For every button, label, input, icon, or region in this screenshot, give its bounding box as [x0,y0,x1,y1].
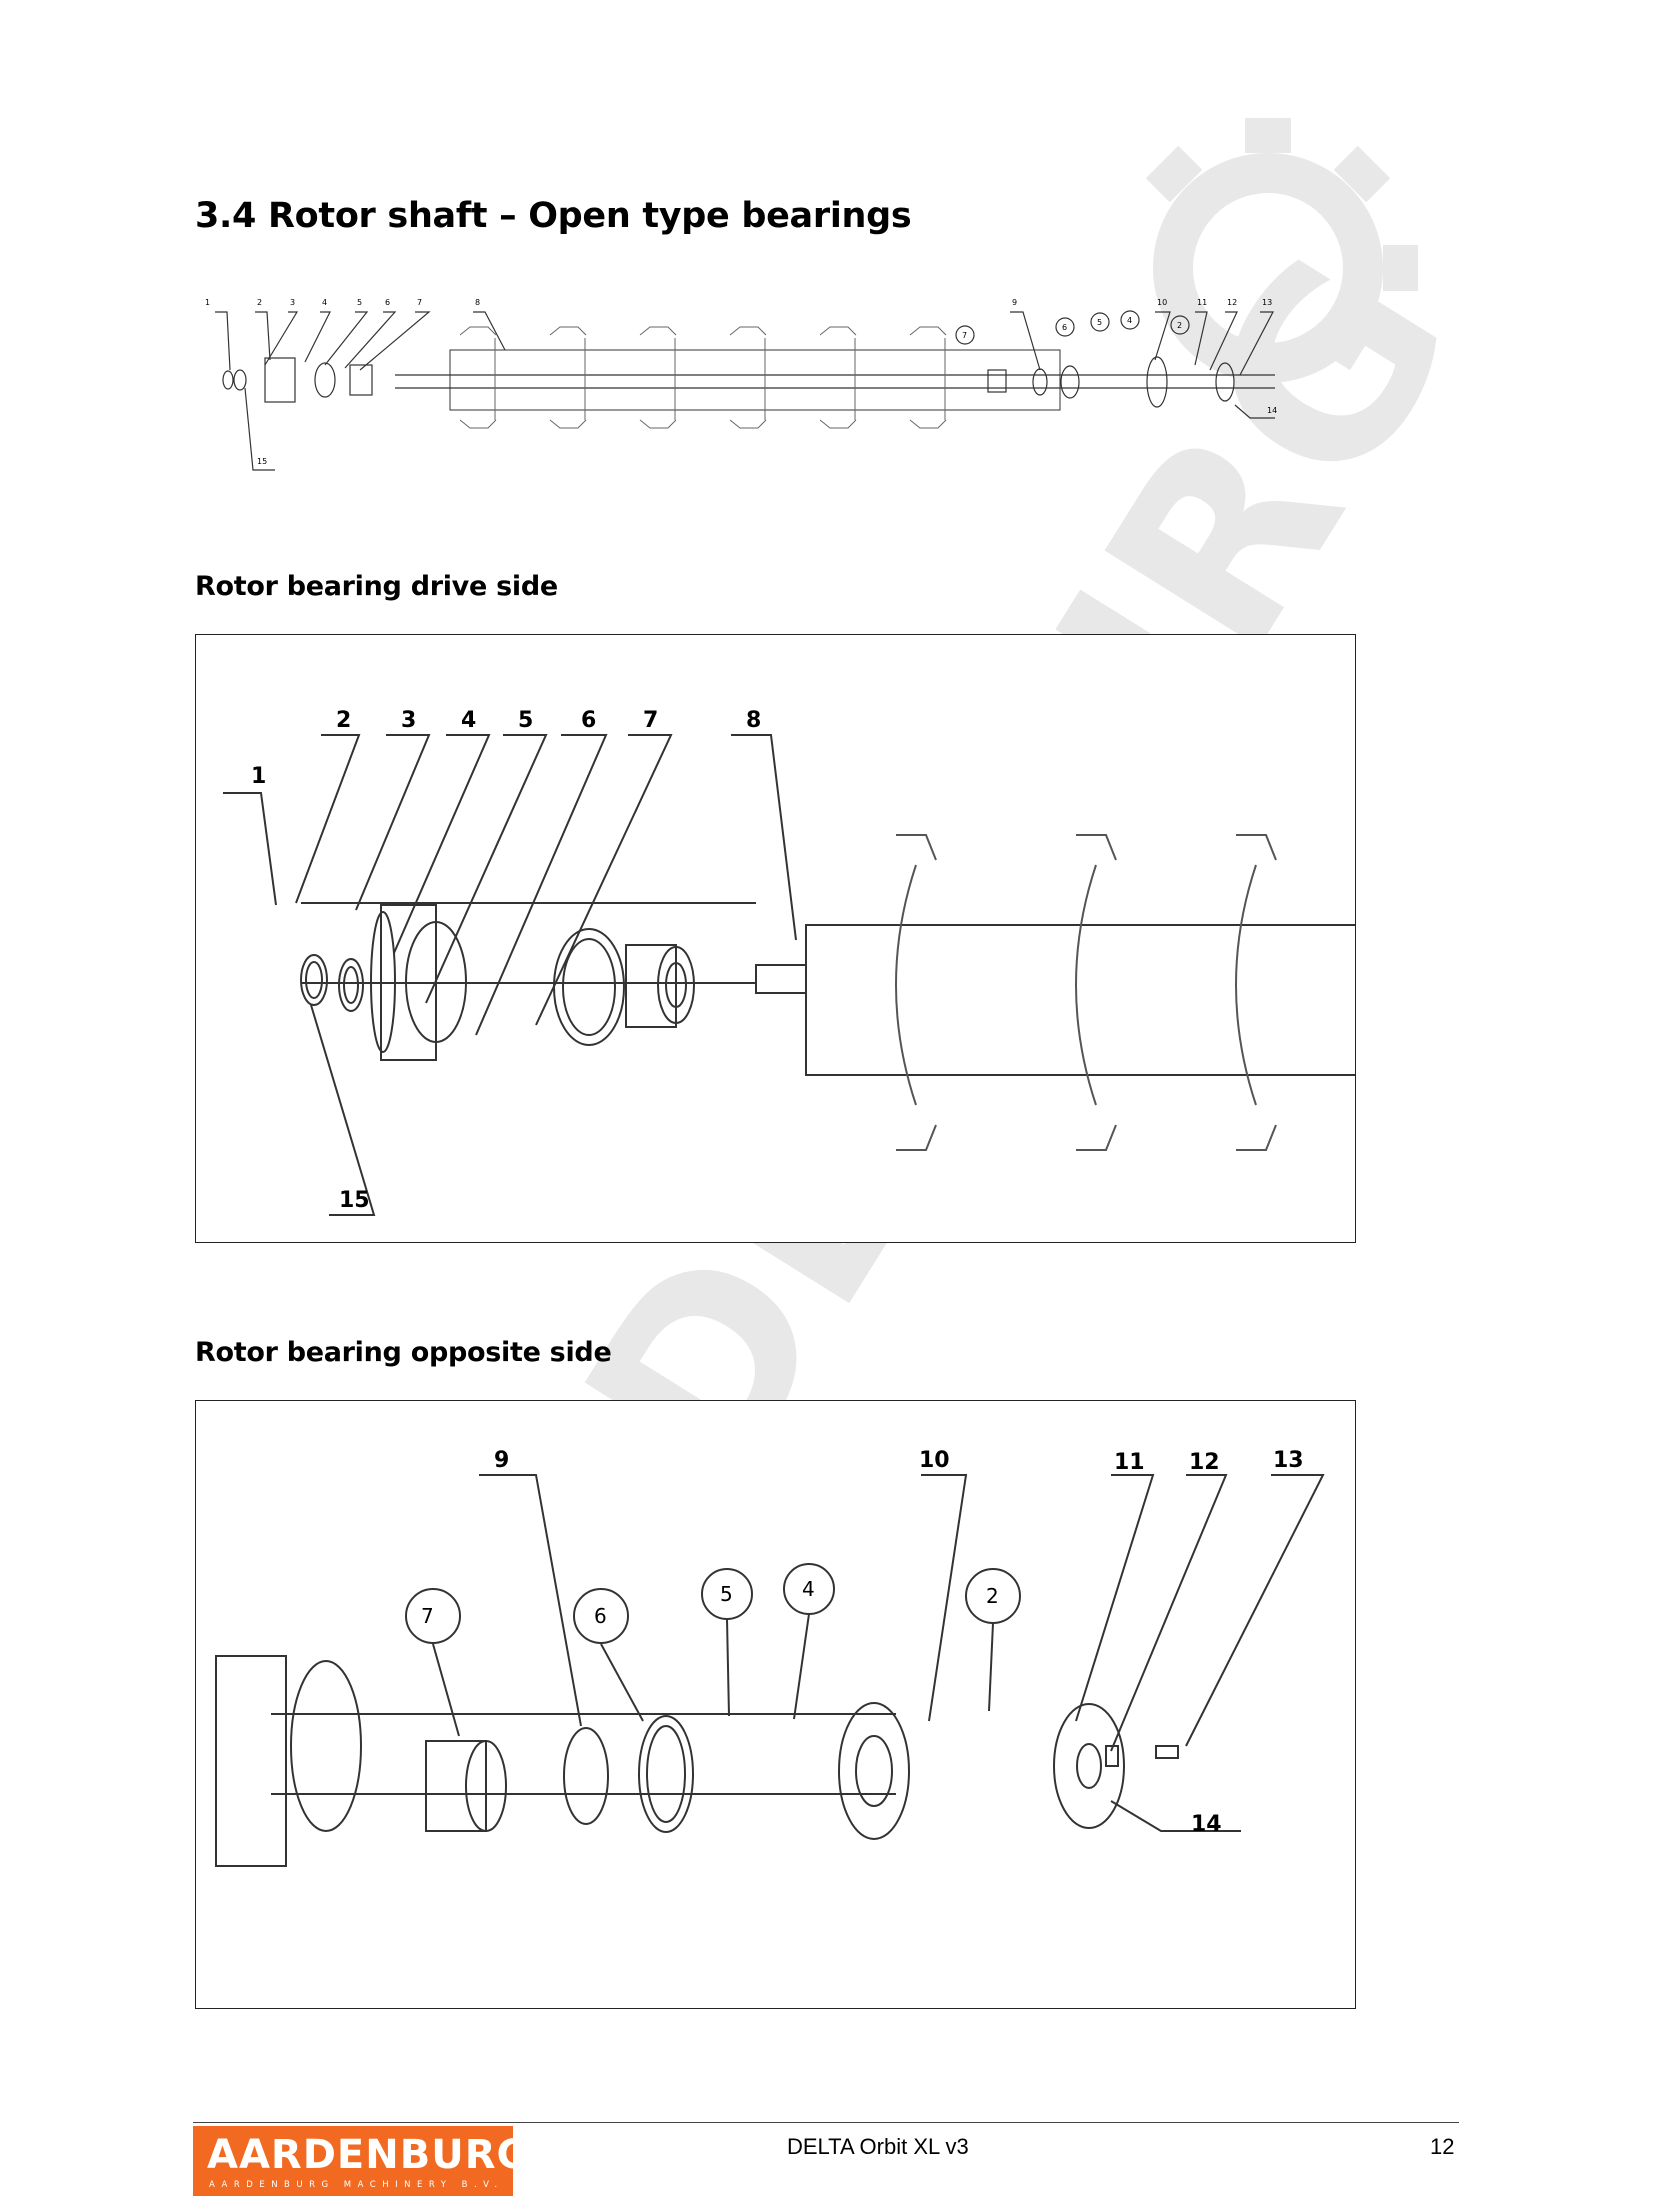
brand-logo: AARDENBURG AARDENBURG MACHINERY B.V. 187… [193,2126,554,2196]
logo-main-text: AARDENBURG [207,2132,531,2178]
opposite-circled-7: 7 [421,1604,434,1628]
drive-callout-7: 7 [643,708,658,733]
callout-7: 7 [417,298,422,307]
opposite-side-diagram: 9 10 11 12 13 14 7 6 5 4 2 [215,1448,1325,1867]
footer-divider [193,2122,1459,2123]
opposite-callout-12: 12 [1189,1450,1220,1475]
drive-side-heading: Rotor bearing drive side [195,571,558,602]
drive-callout-3: 3 [401,708,416,733]
opposite-circled-2: 2 [986,1584,999,1608]
opposite-callout-9: 9 [494,1448,509,1473]
drive-rotor-blades [895,834,1277,1151]
drive-side-figure: 1 2 3 4 5 6 7 8 15 [195,634,1356,1243]
drive-callout-8: 8 [746,708,761,733]
callout-4: 4 [322,298,327,307]
drive-callout-2: 2 [336,708,351,733]
callout-3: 3 [290,298,295,307]
circled-5: 5 [1097,318,1102,327]
circled-4: 4 [1127,316,1132,325]
drive-callout-4: 4 [461,708,476,733]
drive-side-diagram: 1 2 3 4 5 6 7 8 15 [223,708,1355,1216]
callout-12: 12 [1227,298,1237,307]
drive-callout-5: 5 [518,708,533,733]
callout-10: 10 [1157,298,1167,307]
callout-6: 6 [385,298,390,307]
circled-2: 2 [1177,321,1182,330]
callout-5: 5 [357,298,362,307]
opposite-circled-5: 5 [720,1582,733,1606]
opposite-side-heading: Rotor bearing opposite side [195,1337,612,1368]
callout-9: 9 [1012,298,1017,307]
callout-2: 2 [257,298,262,307]
opposite-callout-11: 11 [1114,1450,1145,1475]
overview-rotor [459,326,947,429]
callout-1: 1 [205,298,210,307]
logo-sub-text: AARDENBURG MACHINERY B.V. 1874 [209,2180,561,2190]
callout-11: 11 [1197,298,1207,307]
callout-13: 13 [1262,298,1272,307]
callout-8: 8 [475,298,480,307]
callout-14: 14 [1267,406,1277,415]
page-title: 3.4 Rotor shaft – Open type bearings [195,196,912,236]
callout-15: 15 [257,457,267,466]
opposite-circled-4: 4 [802,1577,815,1601]
drive-callout-15: 15 [339,1188,370,1213]
opposite-callout-13: 13 [1273,1448,1304,1473]
document-name: DELTA Orbit XL v3 [787,2134,969,2159]
opposite-side-figure: 9 10 11 12 13 14 7 6 5 4 2 [195,1400,1356,2009]
circled-7: 7 [962,331,967,340]
drive-callout-6: 6 [581,708,596,733]
drive-callout-1: 1 [251,764,266,789]
circled-6: 6 [1062,323,1067,332]
page-number: 12 [1430,2134,1455,2159]
opposite-circled-6: 6 [594,1604,607,1628]
opposite-callout-10: 10 [919,1448,950,1473]
overview-diagram: 1 2 3 4 5 6 7 8 9 10 11 12 13 15 14 7 6 … [205,298,1277,471]
opposite-callout-14: 14 [1191,1812,1222,1837]
